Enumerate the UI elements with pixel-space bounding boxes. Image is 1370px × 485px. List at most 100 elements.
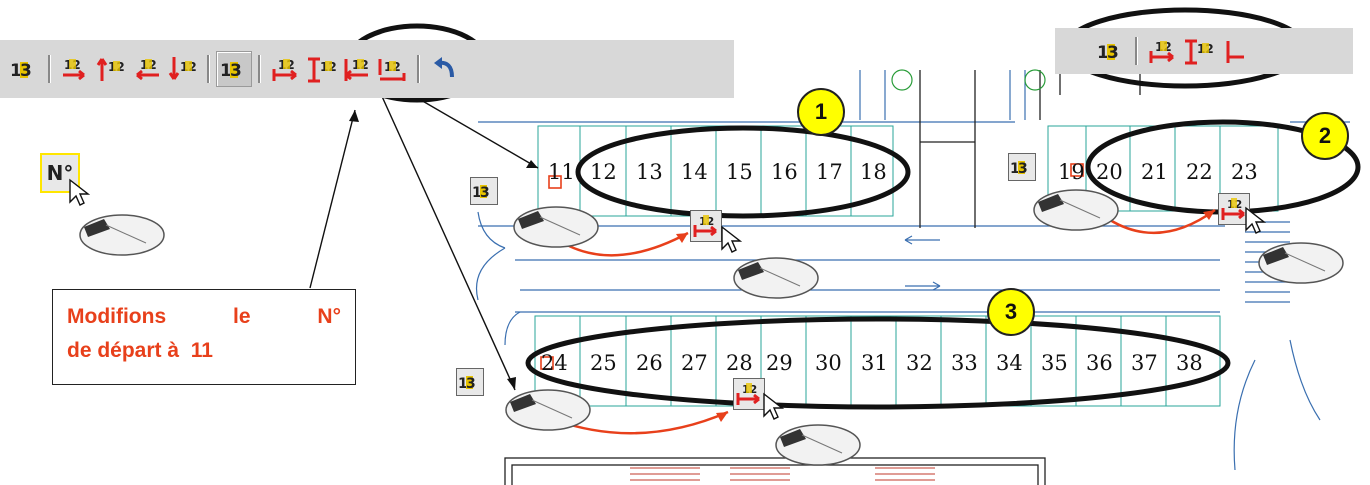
stall-number[interactable]: 23 [1231,160,1258,184]
row-number-right-button[interactable]: 12 [267,51,303,87]
svg-text:3: 3 [230,61,242,80]
stall-number[interactable]: 12 [590,160,617,184]
svg-text:1: 1 [1097,43,1109,62]
svg-text:3: 3 [20,61,32,80]
row-right-icon: 12 [693,215,717,237]
step-number: 1 [814,99,828,124]
stall-number[interactable]: 24 [541,351,568,375]
stall-number[interactable]: 18 [860,160,887,184]
stall-number[interactable]: 35 [1041,351,1068,375]
row-number-up-button[interactable]: 12 [303,51,339,87]
svg-text:3: 3 [480,185,490,201]
instruction-callout: Modifions le N° de départ à 11 [52,289,356,385]
pointer-cursor-icon [69,178,90,206]
row-number-right-button[interactable]: 12 [1144,33,1180,69]
row-number-icon-row1[interactable]: 12 [690,210,722,242]
arrow-up-number-icon: 12 [96,58,125,81]
step-badge-1: 1 [797,88,845,136]
number-left-button[interactable]: 12 [129,51,165,87]
row-right-icon: 12 [272,58,297,81]
pointer-cursor-icon [763,392,784,420]
row-number-icon-row2[interactable]: 12 [1218,193,1250,225]
svg-text:1: 1 [1010,161,1020,177]
stall-number[interactable]: 16 [771,160,798,184]
arrow-down-number-icon: 12 [168,57,197,80]
renumber-icon: 13 [1010,161,1028,177]
row-right-icon: 12 [736,383,760,405]
mouse-icon [505,389,591,431]
stall-number[interactable]: 25 [590,351,617,375]
stall-number[interactable]: 15 [726,160,753,184]
toolbar-separator [48,55,51,83]
row-right-icon: 12 [1149,40,1174,63]
stall-number[interactable]: 11 [548,160,575,184]
stall-number[interactable]: 34 [996,351,1023,375]
mouse-icon [1033,189,1119,231]
renumber-icon: 13 [458,376,476,392]
toolbar-separator [258,55,261,83]
renumber-icon: 13 [220,61,242,80]
mouse-icon [79,214,165,256]
row-down-icon: 12 [378,59,406,81]
mouse-icon [513,206,599,248]
stall-number[interactable]: 32 [906,351,933,375]
svg-text:3: 3 [1107,43,1119,62]
svg-text:1: 1 [458,376,468,392]
row-number-icon-row3[interactable]: 12 [733,378,765,410]
undo-icon [434,57,454,78]
step-number: 3 [1004,299,1018,324]
svg-text:3: 3 [466,376,476,392]
renumber-icon: 13 [1097,43,1119,62]
stall-number[interactable]: 22 [1186,160,1213,184]
stall-number[interactable]: 27 [681,351,708,375]
arrow-left-number-icon: 12 [136,58,159,81]
mouse-icon [733,257,819,299]
step-badge-2: 2 [1301,112,1349,160]
mouse-icon [1258,242,1344,284]
stall-number[interactable]: 19 [1058,160,1085,184]
pointer-cursor-icon [1245,206,1266,234]
stall-number[interactable]: 28 [726,351,753,375]
row-up-icon: 12 [308,57,336,83]
stall-number[interactable]: 29 [766,351,793,375]
number-up-button[interactable]: 12 [93,51,129,87]
row-number-down-button[interactable]: 12 [375,51,411,87]
svg-text:1: 1 [10,61,22,80]
stall-number[interactable]: 30 [815,351,842,375]
row-number-left-button[interactable] [1216,33,1252,69]
callout-word: Modifions [67,305,167,328]
step-badge-3: 3 [987,288,1035,336]
undo-button[interactable] [426,51,462,87]
stall-number[interactable]: 33 [951,351,978,375]
toolbar-separator [417,55,420,83]
stall-number[interactable]: 36 [1086,351,1113,375]
stall-number[interactable]: 14 [681,160,708,184]
numbering-toolbar: 13 12 12 12 12 13 12 12 12 12 [0,40,734,98]
row-number-up-button[interactable]: 12 [1180,33,1216,69]
renumber-icon: 13 [472,185,490,201]
stall-number[interactable]: 17 [816,160,843,184]
svg-text:1: 1 [472,185,482,201]
stall-number[interactable]: 26 [636,351,663,375]
row-number-left-button[interactable]: 12 [339,51,375,87]
number-down-button[interactable]: 12 [165,51,201,87]
step-number: 2 [1318,123,1332,148]
stall-number[interactable]: 38 [1176,351,1203,375]
stall-number[interactable]: 31 [861,351,888,375]
svg-text:3: 3 [1018,161,1028,177]
arrow-right-number-icon: 12 [63,58,85,81]
toolbar-separator [207,55,210,83]
renumber-icon: 13 [10,61,32,80]
stall-number[interactable]: 13 [636,160,663,184]
callout-word: N° [317,305,341,328]
stall-number[interactable]: 20 [1096,160,1123,184]
stall-number[interactable]: 21 [1141,160,1168,184]
stall-number[interactable]: 37 [1131,351,1158,375]
number-right-button[interactable]: 12 [57,51,93,87]
